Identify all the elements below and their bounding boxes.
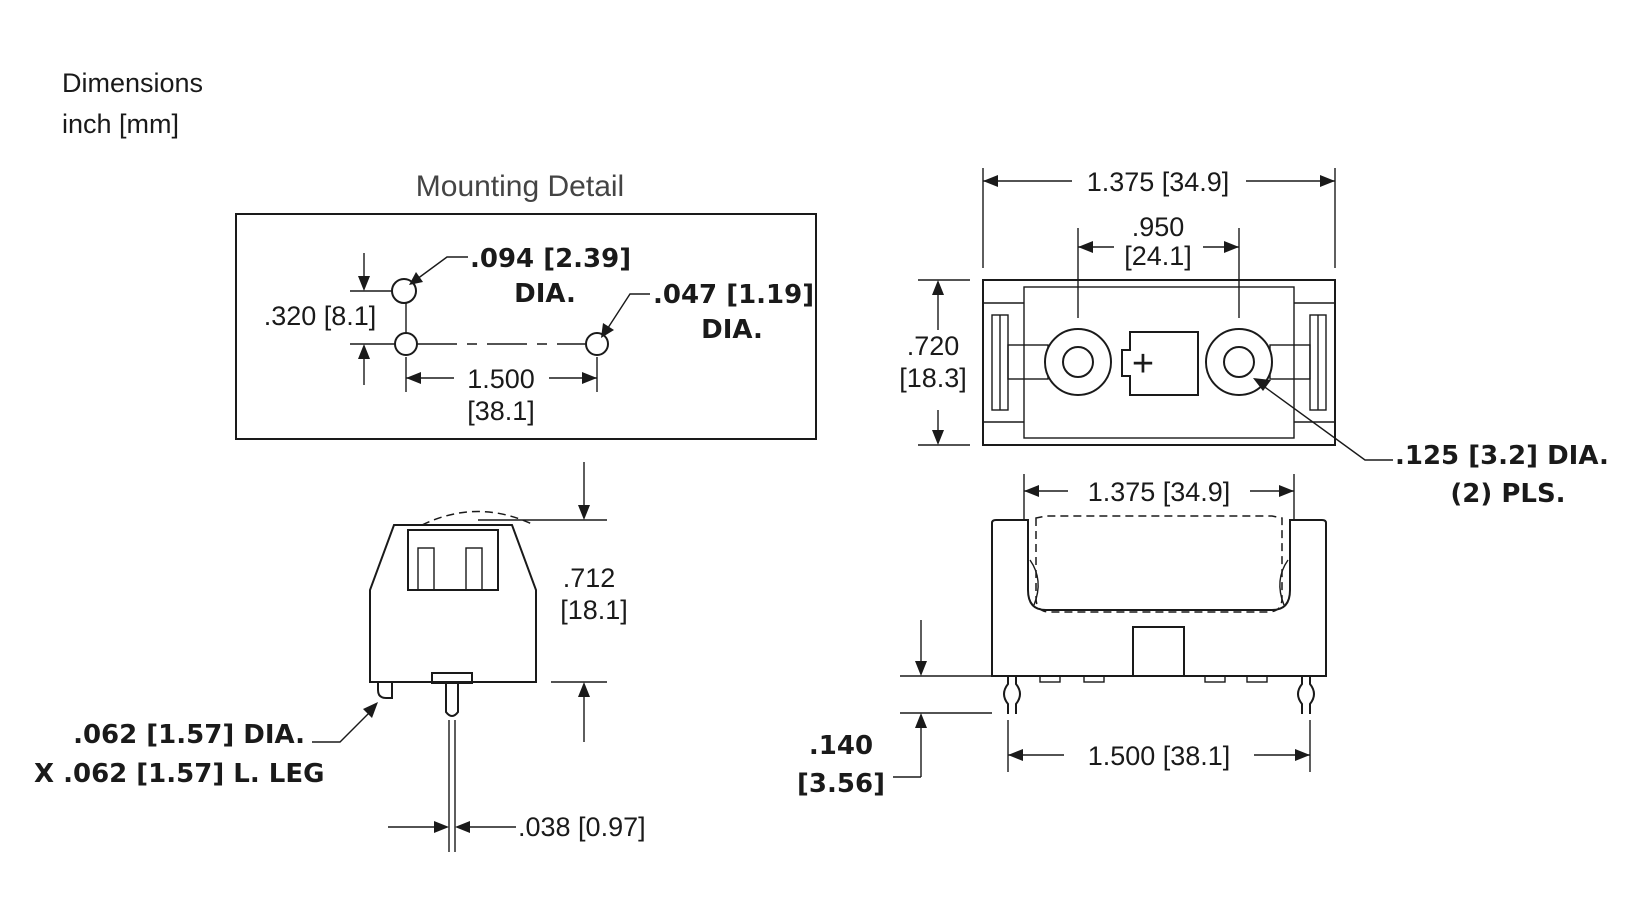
pin-width-label: .038 [0.97] — [518, 812, 646, 842]
front-pin-spacing: 1.500 [38.1] — [1088, 741, 1231, 771]
units-heading: inch [mm] — [62, 109, 179, 139]
large-hole-dim-label: .094 [2.39] — [470, 244, 631, 274]
leg-dim-line2: X .062 [1.57] L. LEG — [34, 759, 324, 789]
top-view: 1.375 [34.9] .950 [24.1] .720 [18.3] — [899, 167, 1609, 509]
contact-spacing-mm: [24.1] — [1124, 241, 1192, 271]
hole-vertical-spacing-label: .320 [8.1] — [264, 301, 377, 331]
top-view-body — [982, 279, 1336, 446]
front-view-body — [991, 519, 1327, 677]
standoff-in: .140 — [809, 731, 873, 761]
polarity-plus: + — [1132, 343, 1154, 385]
leg-dim-line1: .062 [1.57] DIA. — [73, 720, 305, 750]
small-hole-dim-label: .047 [1.19] — [653, 280, 814, 310]
hole-horizontal-spacing-mm: [38.1] — [467, 396, 535, 426]
large-hole-dia-label: DIA. — [514, 279, 576, 309]
mounting-detail-title: Mounting Detail — [416, 170, 624, 203]
top-depth-mm: [18.3] — [899, 363, 967, 393]
top-hole-dia-line2: (2) PLS. — [1450, 479, 1565, 509]
side-view: .712 [18.1] .062 [1.57] DIA. X .062 [1.5… — [34, 462, 646, 852]
hole-horizontal-spacing-in: 1.500 — [467, 364, 535, 394]
side-height-mm: [18.1] — [560, 595, 628, 625]
mounting-detail: Mounting Detail .320 [8.1] .094 [2.39] D… — [235, 170, 817, 440]
mounting-hole-small — [585, 332, 609, 356]
front-view: 1.375 [34.9] .140 [3.56] — [797, 474, 1327, 799]
mounting-hole-left — [394, 332, 418, 356]
top-overall-width: 1.375 [34.9] — [1087, 167, 1230, 197]
dimensions-heading: Dimensions — [62, 68, 203, 98]
front-cavity-width: 1.375 [34.9] — [1088, 477, 1231, 507]
side-view-body — [369, 524, 537, 683]
top-depth-in: .720 — [907, 331, 960, 361]
top-hole-dia-line1: .125 [3.2] DIA. — [1395, 441, 1609, 471]
small-hole-dia-label: DIA. — [701, 315, 763, 345]
side-height-in: .712 — [563, 563, 616, 593]
contact-spacing-in: .950 — [1132, 212, 1185, 242]
standoff-mm: [3.56] — [797, 769, 885, 799]
mounting-detail-frame — [235, 213, 817, 440]
